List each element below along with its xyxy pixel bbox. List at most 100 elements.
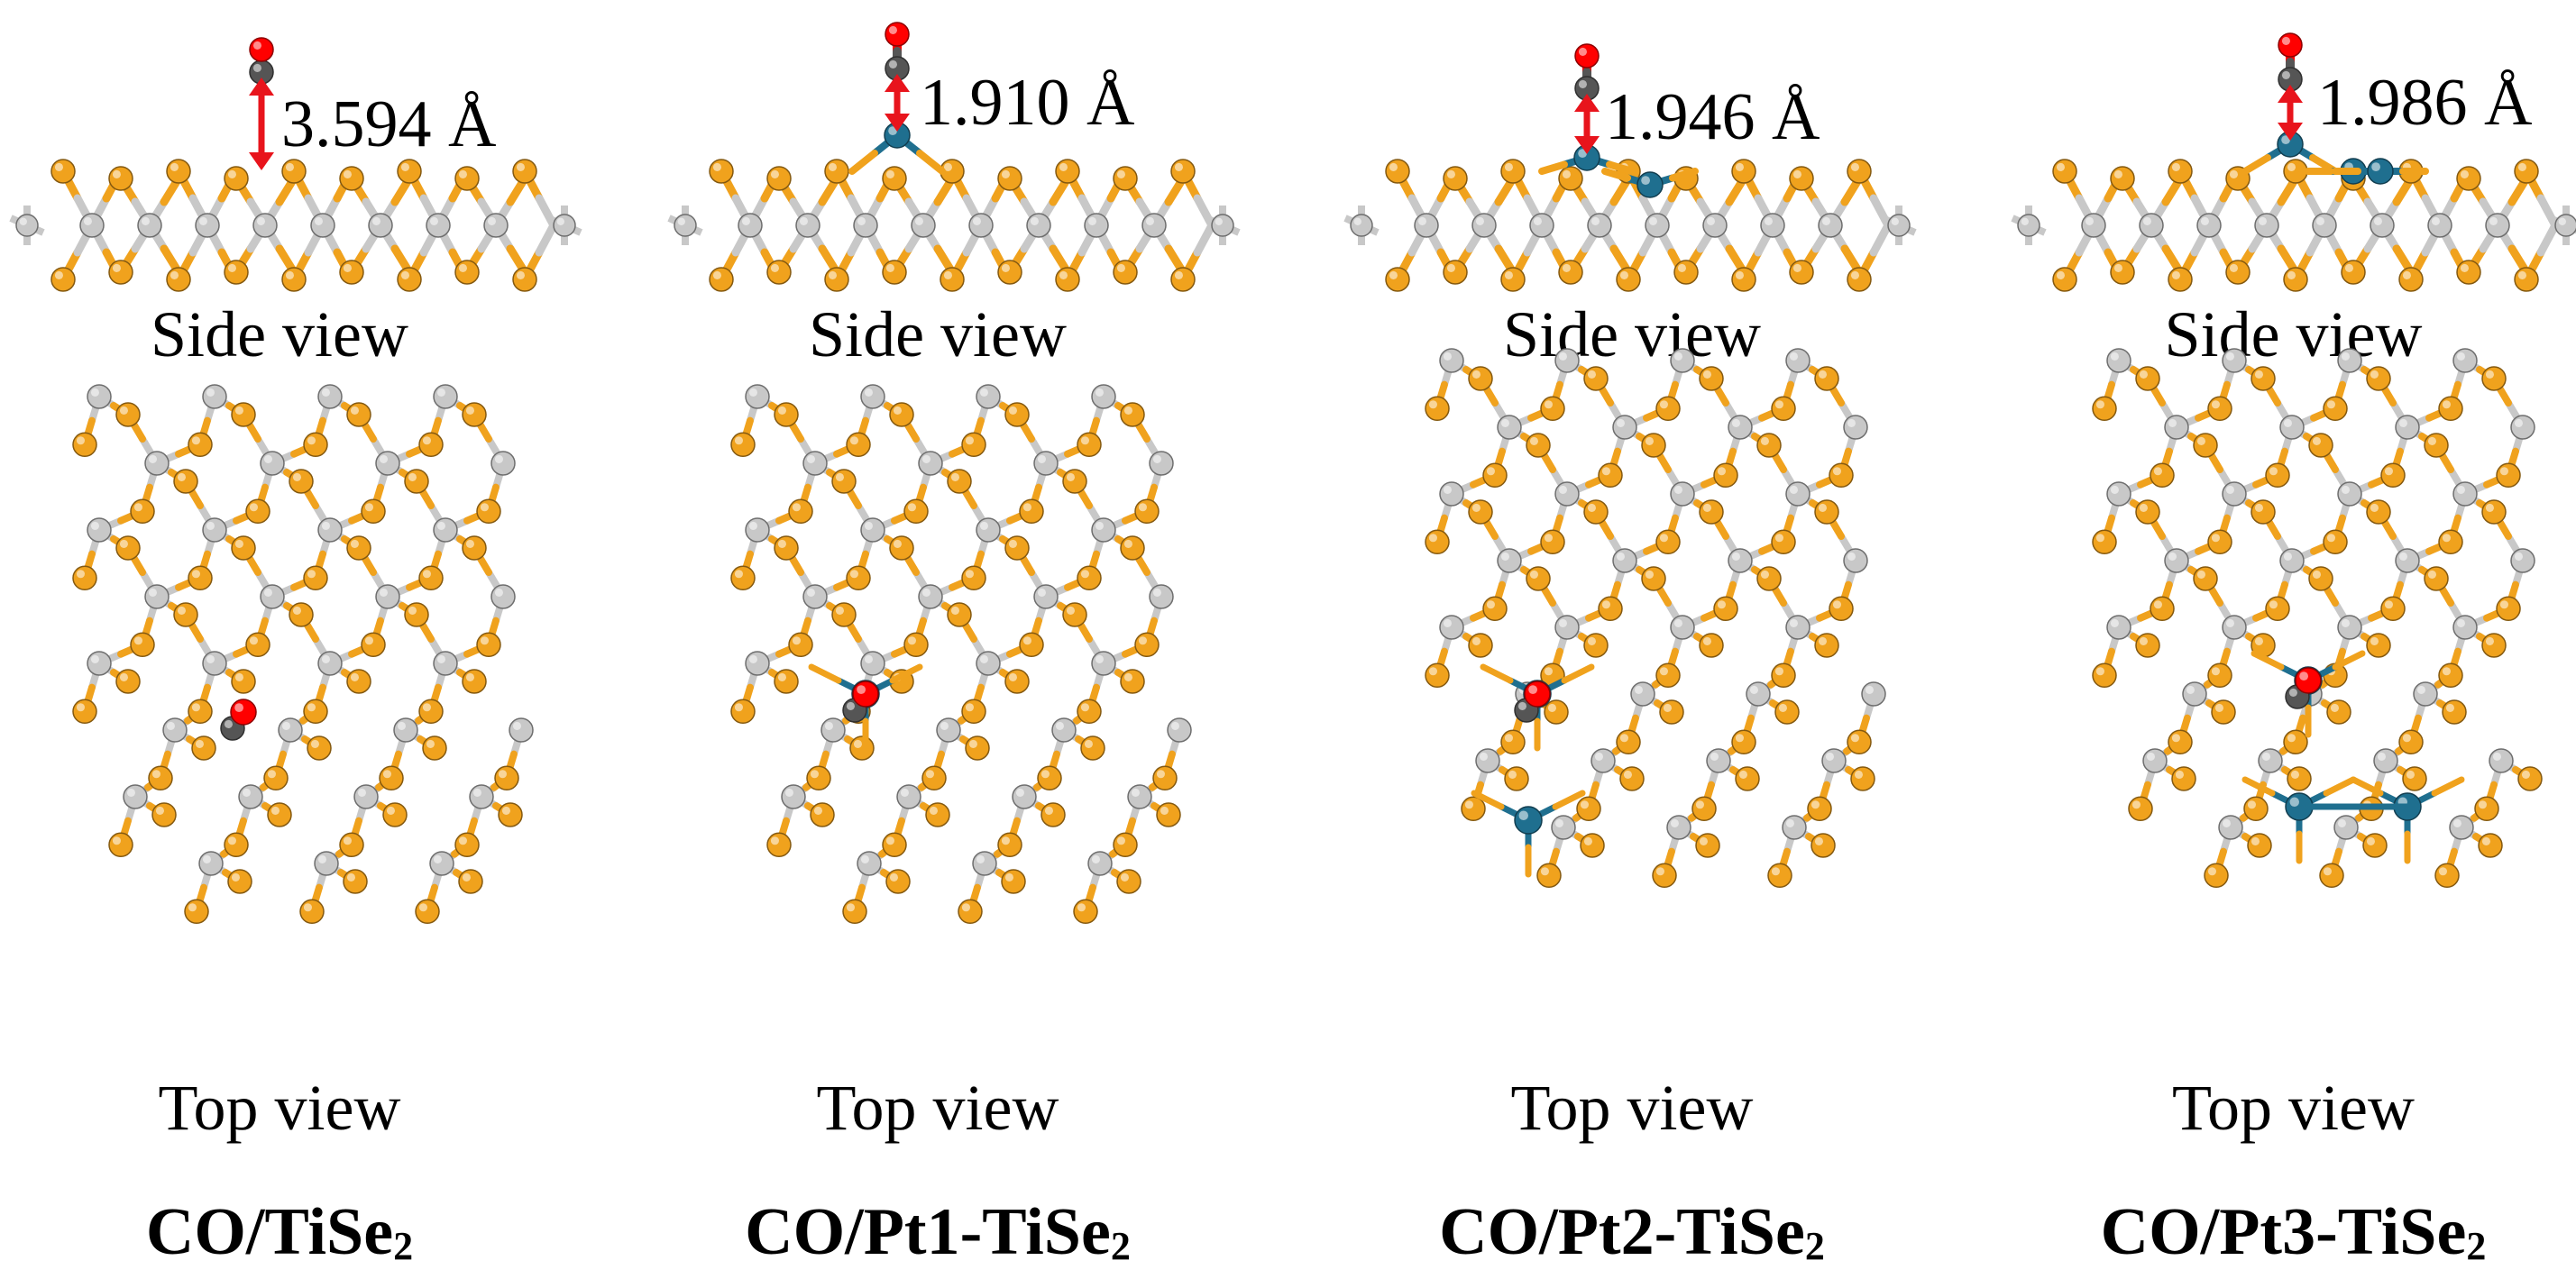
selenium-atom bbox=[2135, 633, 2160, 658]
selenium-atom bbox=[885, 869, 911, 894]
selenium-atom bbox=[1652, 863, 1677, 889]
titanium-atom bbox=[1084, 213, 1109, 238]
selenium-atom bbox=[1113, 260, 1138, 285]
titanium-atom bbox=[469, 784, 494, 809]
bond bbox=[1601, 168, 1631, 182]
selenium-atom bbox=[961, 432, 986, 458]
bond bbox=[2431, 776, 2465, 797]
bond bbox=[535, 221, 558, 257]
carbon-atom bbox=[1574, 76, 1600, 101]
selenium-atom bbox=[2366, 499, 2391, 525]
panel-caption: CO/Pt2-TiSe2 bbox=[1343, 1194, 1921, 1271]
titanium-atom bbox=[1012, 784, 1037, 809]
selenium-atom bbox=[889, 535, 914, 561]
selenium-atom bbox=[1425, 529, 1450, 555]
platinum-atom bbox=[884, 122, 911, 149]
selenium-atom bbox=[1616, 729, 1641, 755]
oxygen-atom bbox=[2278, 32, 2303, 58]
selenium-atom bbox=[454, 832, 480, 858]
selenium-atom bbox=[115, 669, 141, 694]
selenium-atom bbox=[846, 432, 871, 458]
selenium-atom bbox=[1482, 462, 1508, 489]
selenium-atom bbox=[130, 498, 155, 525]
selenium-atom bbox=[2380, 462, 2406, 489]
selenium-atom bbox=[1134, 498, 1160, 525]
titanium-atom bbox=[1843, 548, 1868, 573]
selenium-atom bbox=[289, 469, 314, 494]
titanium-atom bbox=[802, 584, 828, 609]
titanium-atom bbox=[317, 384, 343, 409]
selenium-atom bbox=[2514, 159, 2539, 184]
oxygen-atom bbox=[2295, 667, 2322, 694]
top-view-structure bbox=[72, 384, 534, 925]
selenium-atom bbox=[921, 765, 947, 791]
selenium-atom bbox=[2380, 596, 2406, 622]
selenium-atom bbox=[1814, 499, 1839, 525]
platinum-atom bbox=[1636, 171, 1664, 198]
selenium-atom bbox=[824, 159, 849, 184]
selenium-atom bbox=[462, 402, 487, 427]
selenium-atom bbox=[709, 159, 734, 184]
selenium-atom bbox=[1655, 529, 1681, 555]
side-view-structure bbox=[667, 22, 1241, 292]
selenium-atom bbox=[903, 498, 929, 525]
selenium-atom bbox=[418, 432, 444, 458]
titanium-atom bbox=[426, 213, 451, 238]
selenium-atom bbox=[1482, 596, 1508, 622]
oxygen-atom bbox=[885, 22, 910, 47]
titanium-atom bbox=[2279, 548, 2305, 573]
selenium-atom bbox=[1847, 729, 1872, 755]
selenium-atom bbox=[849, 735, 875, 761]
selenium-atom bbox=[1695, 833, 1720, 858]
selenium-atom bbox=[2283, 729, 2308, 755]
selenium-atom bbox=[224, 832, 249, 858]
selenium-atom bbox=[1829, 462, 1854, 489]
titanium-atom bbox=[860, 651, 885, 676]
selenium-atom bbox=[494, 765, 519, 791]
selenium-atom bbox=[339, 260, 364, 285]
oxygen-atom bbox=[230, 699, 257, 726]
titanium-atom bbox=[976, 517, 1001, 543]
selenium-atom bbox=[2110, 166, 2135, 191]
selenium-atom bbox=[889, 402, 914, 427]
selenium-atom bbox=[245, 632, 270, 658]
bond bbox=[2536, 221, 2560, 257]
bond bbox=[1552, 790, 1586, 810]
selenium-atom bbox=[2514, 267, 2539, 292]
selenium-atom bbox=[2481, 366, 2507, 391]
titanium-atom bbox=[1149, 451, 1174, 476]
selenium-atom bbox=[267, 802, 292, 827]
selenium-atom bbox=[2150, 462, 2175, 489]
selenium-atom bbox=[1120, 402, 1145, 427]
side-view-label: Side view bbox=[1503, 298, 1761, 370]
selenium-atom bbox=[1468, 366, 1493, 391]
selenium-atom bbox=[788, 632, 813, 658]
selenium-atom bbox=[1113, 166, 1138, 191]
bond bbox=[1480, 663, 1514, 684]
caption-subscript: 2 bbox=[2466, 1224, 2487, 1268]
titanium-atom bbox=[2106, 481, 2131, 507]
caption-formula: CO/Pt2-TiSe bbox=[1439, 1195, 1805, 1269]
selenium-atom bbox=[1767, 863, 1792, 889]
selenium-atom bbox=[1616, 267, 1641, 292]
selenium-atom bbox=[1544, 699, 1569, 725]
selenium-atom bbox=[730, 699, 756, 725]
selenium-atom bbox=[1814, 633, 1839, 658]
selenium-atom bbox=[166, 267, 191, 292]
titanium-atom bbox=[1091, 517, 1116, 543]
distance-arrow bbox=[885, 74, 910, 132]
selenium-atom bbox=[72, 565, 97, 591]
selenium-atom bbox=[1055, 159, 1080, 184]
selenium-atom bbox=[2207, 662, 2232, 689]
titanium-atom bbox=[795, 213, 820, 238]
panel-co-tise2: 3.594 Å Side view Top view CO/TiSe2 bbox=[0, 0, 582, 1288]
titanium-atom bbox=[936, 717, 961, 743]
selenium-atom bbox=[1077, 565, 1102, 591]
titanium-atom bbox=[317, 651, 343, 676]
titanium-atom bbox=[1818, 213, 1843, 238]
titanium-atom bbox=[490, 584, 516, 609]
titanium-atom bbox=[202, 651, 227, 676]
titanium-atom bbox=[195, 213, 220, 238]
titanium-atom bbox=[1033, 584, 1059, 609]
titanium-atom bbox=[674, 214, 697, 237]
